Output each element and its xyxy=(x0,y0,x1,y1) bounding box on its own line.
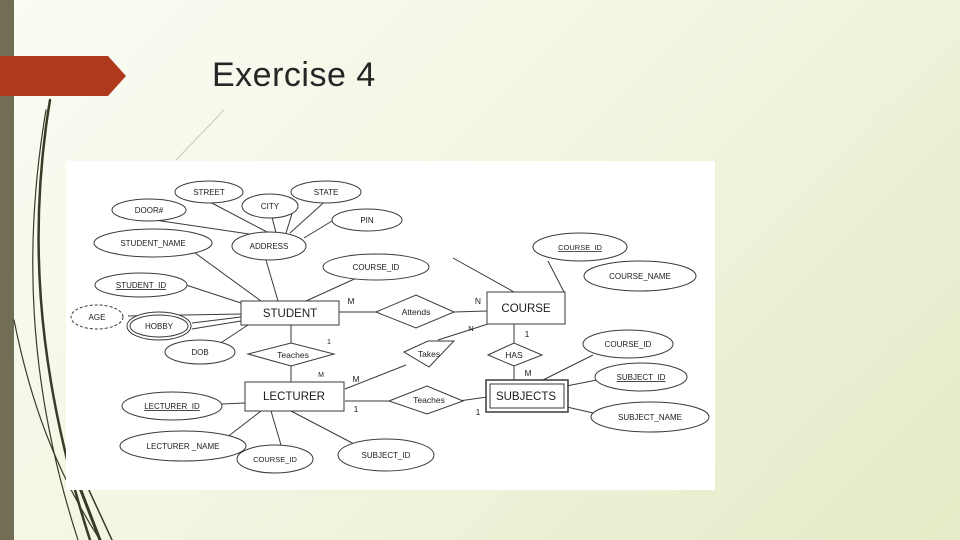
attr-student-id xyxy=(94,272,188,298)
card-takes-course: N xyxy=(468,324,473,333)
rel-has xyxy=(486,342,544,367)
attr-course-id-student-label: COURSE_ID xyxy=(353,263,400,272)
attr-subject-name-label: SUBJECT_NAME xyxy=(618,413,682,422)
attr-course-name xyxy=(583,260,697,292)
attr-subject-id-subjects-label: SUBJECT_ID xyxy=(617,373,666,382)
attr-street-label: STREET xyxy=(193,188,225,197)
attr-student-id-label: STUDENT_ID xyxy=(116,281,166,290)
attr-lecturer-name xyxy=(119,430,247,462)
er-diagram: STUDENT COURSE LECTURER SUBJECTS Attends… xyxy=(70,180,710,474)
sidebar-bar xyxy=(0,0,14,540)
rel-teaches-student-label: Teaches xyxy=(277,350,309,360)
card-attends-student: M xyxy=(347,296,354,306)
entity-student xyxy=(240,300,340,326)
rel-takes-label: Takes xyxy=(418,349,440,359)
entity-subjects-label: SUBJECTS xyxy=(496,391,556,403)
attr-hobby-inner xyxy=(129,314,189,338)
entity-student-label: STUDENT xyxy=(263,308,317,320)
attr-lecturer-name-label: LECTURER _NAME xyxy=(147,442,220,451)
attr-course-id-course-label: COURSE_ID xyxy=(558,243,602,252)
attr-dob xyxy=(164,339,236,365)
attr-door xyxy=(111,198,187,222)
attr-city-label: CITY xyxy=(261,202,280,211)
rel-teaches-subjects-label: Teaches xyxy=(413,395,445,405)
attr-subject-id-lecturer xyxy=(337,438,435,472)
attr-subject-name xyxy=(590,401,710,433)
attr-hobby-label: HOBBY xyxy=(145,322,174,331)
rel-attends-label: Attends xyxy=(402,307,431,317)
attr-city xyxy=(241,193,299,219)
attr-course-id-lecturer-label: COURSE_ID xyxy=(253,455,297,464)
attr-lecturer-id xyxy=(121,391,223,421)
rel-teaches-subjects xyxy=(387,385,465,415)
card-has-course: 1 xyxy=(525,329,530,339)
title-arrow-marker xyxy=(0,56,126,96)
attr-state xyxy=(290,180,362,204)
attr-course-id-course xyxy=(532,232,628,262)
rel-has-label: HAS xyxy=(505,350,523,360)
card-takes-lecturer: M xyxy=(352,374,359,384)
attr-address-label: ADDRESS xyxy=(250,242,289,251)
attr-dob-label: DOB xyxy=(191,348,208,357)
attr-age xyxy=(70,304,124,330)
card-attends-course: N xyxy=(475,296,481,306)
entity-lecturer-label: LECTURER xyxy=(263,391,325,403)
attr-subject-id-lecturer-label: SUBJECT_ID xyxy=(362,451,411,460)
attr-pin-label: PIN xyxy=(360,216,374,225)
entity-subjects-inner xyxy=(489,383,565,409)
er-diagram-panel: STUDENT COURSE LECTURER SUBJECTS Attends… xyxy=(66,161,715,490)
attr-course-name-label: COURSE_NAME xyxy=(609,272,671,281)
entity-course-label: COURSE xyxy=(501,303,551,315)
entity-lecturer xyxy=(244,381,345,412)
card-teaches-subjects: 1 xyxy=(476,407,481,417)
entity-course xyxy=(486,291,566,325)
rel-teaches-student xyxy=(246,342,336,367)
attr-age-label: AGE xyxy=(89,313,106,322)
rel-takes xyxy=(402,340,456,368)
attr-course-id-subjects xyxy=(582,329,674,359)
attr-lecturer-id-label: LECTURER_ID xyxy=(144,402,200,411)
card-teaches-lecturer-side: M xyxy=(318,372,324,379)
slide-title: Exercise 4 xyxy=(212,56,376,94)
attr-course-id-subjects-label: COURSE_ID xyxy=(605,340,652,349)
rel-attends xyxy=(374,294,456,329)
attr-subject-id-subjects xyxy=(594,362,688,392)
card-has-subjects: M xyxy=(524,368,531,378)
attr-street xyxy=(174,180,244,204)
card-teaches-lecturer: 1 xyxy=(354,404,359,414)
attr-door-label: DOOR# xyxy=(135,206,164,215)
attr-course-id-student xyxy=(322,253,430,281)
attr-student-name xyxy=(93,228,213,258)
card-teaches-student-side: 1 xyxy=(327,339,331,346)
attr-pin xyxy=(331,208,403,232)
attr-state-label: STATE xyxy=(314,188,339,197)
attr-student-name-label: STUDENT_NAME xyxy=(120,239,185,248)
attr-address xyxy=(231,231,307,261)
attr-course-id-lecturer xyxy=(236,444,314,474)
